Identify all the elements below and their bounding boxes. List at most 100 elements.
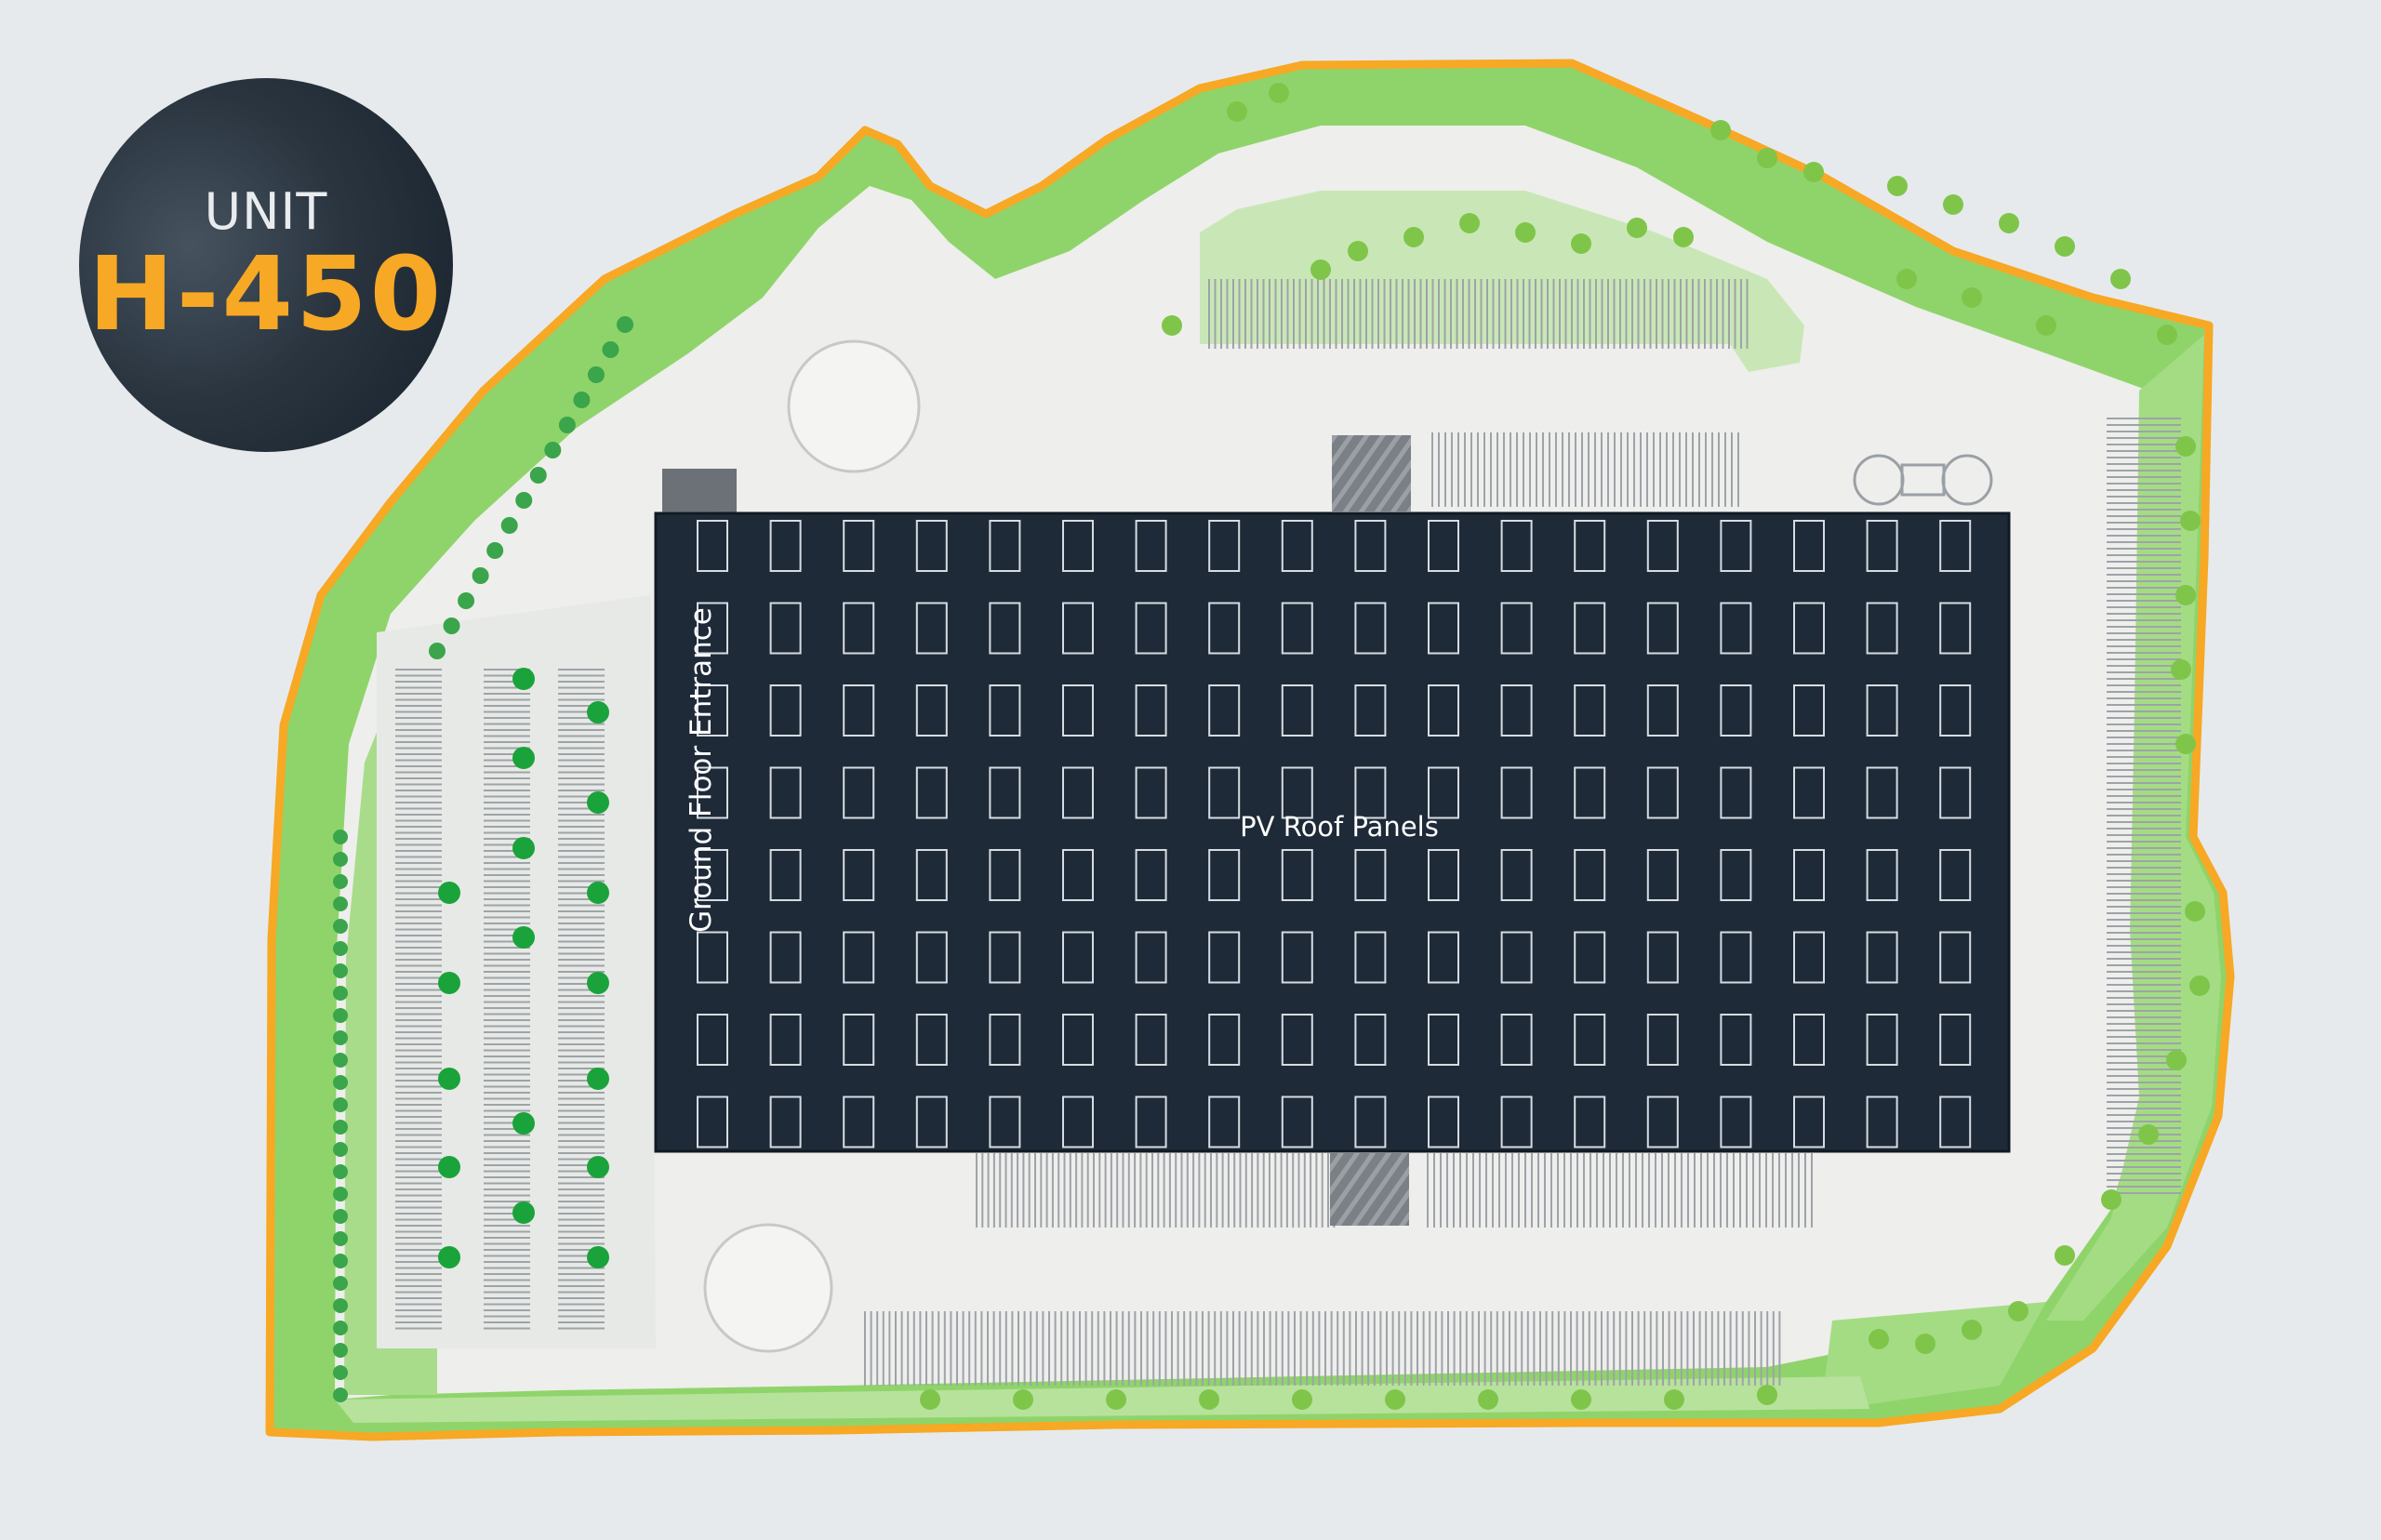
- tree: [333, 1254, 348, 1268]
- tree: [617, 316, 634, 333]
- tree: [2055, 1245, 2075, 1266]
- tree: [920, 1389, 940, 1410]
- pv-panel: [1939, 520, 1972, 572]
- tree: [573, 392, 591, 408]
- pv-panel: [1793, 849, 1825, 901]
- pv-panel: [769, 1095, 802, 1148]
- tree: [333, 852, 348, 867]
- pv-panel: [1062, 684, 1094, 737]
- tree: [333, 1276, 348, 1291]
- pv-panel: [1062, 1095, 1094, 1148]
- tree: [333, 1298, 348, 1313]
- pv-panel: [697, 766, 728, 819]
- pv-panel: [1646, 766, 1679, 819]
- tree: [429, 643, 446, 659]
- tree: [500, 517, 518, 534]
- tree: [1803, 162, 1824, 182]
- tree: [333, 1343, 348, 1358]
- tree: [512, 1112, 535, 1135]
- tree: [2175, 436, 2196, 457]
- pv-panel: [1939, 931, 1972, 984]
- unit-badge: UNIT H-450: [79, 78, 453, 452]
- pv-panel: [989, 1014, 1021, 1066]
- pv-panel: [1281, 684, 1313, 737]
- pv-panel: [915, 931, 948, 984]
- tree: [2189, 976, 2210, 996]
- pv-panel: [1354, 1014, 1387, 1066]
- pv-panel: [769, 520, 802, 572]
- pv-panel: [843, 684, 875, 737]
- tree: [587, 972, 609, 994]
- pv-panel: [1354, 766, 1387, 819]
- tree: [1962, 1320, 1982, 1340]
- pv-panel: [1428, 931, 1459, 984]
- tree: [2055, 236, 2075, 257]
- tree: [512, 926, 535, 949]
- pv-panel: [1428, 602, 1459, 655]
- pv-panel: [1646, 1095, 1679, 1148]
- pv-panel: [1354, 520, 1387, 572]
- tree: [587, 882, 609, 904]
- pv-panel-grid: [697, 520, 1972, 1148]
- pv-panel: [843, 520, 875, 572]
- tree: [587, 1246, 609, 1268]
- tree: [1962, 287, 1982, 308]
- tree: [458, 592, 475, 609]
- tree: [1673, 227, 1694, 247]
- tree: [1664, 1389, 1684, 1410]
- pv-panel: [1720, 931, 1752, 984]
- pv-panel: [1574, 766, 1606, 819]
- pv-panel: [1428, 766, 1459, 819]
- tree: [587, 1156, 609, 1178]
- north-core: [1332, 435, 1411, 511]
- tree: [587, 701, 609, 724]
- tree: [587, 1068, 609, 1090]
- pv-panel: [1208, 931, 1241, 984]
- pump-house: [1900, 463, 1946, 497]
- pv-panel: [1062, 931, 1094, 984]
- pv-panel: [1281, 1095, 1313, 1148]
- tree: [1896, 269, 1917, 289]
- pv-panel: [697, 931, 728, 984]
- pv-panel: [915, 1014, 948, 1066]
- tree: [2036, 315, 2056, 336]
- pv-panel: [1574, 520, 1606, 572]
- pv-panel: [1646, 684, 1679, 737]
- tree: [1999, 213, 2019, 233]
- pv-panel: [1135, 520, 1167, 572]
- tree: [438, 1156, 460, 1178]
- tree: [438, 972, 460, 994]
- pv-panel: [1208, 766, 1241, 819]
- pv-panel: [1428, 520, 1459, 572]
- pv-panel: [697, 684, 728, 737]
- pv-panel: [1500, 1095, 1533, 1148]
- pv-panel: [843, 602, 875, 655]
- main-warehouse-roof: [654, 511, 2011, 1153]
- parking-bays: [395, 279, 2181, 1386]
- tree: [2185, 901, 2205, 922]
- tree: [1199, 1389, 1219, 1410]
- pv-panel: [1574, 1095, 1606, 1148]
- tree: [1269, 83, 1289, 103]
- pv-panel: [769, 684, 802, 737]
- pv-panel: [989, 1095, 1021, 1148]
- tree: [333, 896, 348, 911]
- tree: [333, 986, 348, 1001]
- pv-panel: [1135, 684, 1167, 737]
- tree: [2180, 511, 2201, 531]
- pv-panel: [1574, 684, 1606, 737]
- tree: [1757, 1385, 1777, 1405]
- tree: [438, 1246, 460, 1268]
- pv-panel: [1720, 602, 1752, 655]
- tree: [333, 1008, 348, 1023]
- pv-panel: [1428, 849, 1459, 901]
- pv-panel: [1354, 1095, 1387, 1148]
- pv-panel: [1281, 849, 1313, 901]
- pv-panel: [697, 602, 728, 655]
- pv-panel: [697, 1095, 728, 1148]
- pv-panel: [843, 849, 875, 901]
- pv-panel: [1646, 1014, 1679, 1066]
- tree: [512, 1201, 535, 1224]
- pv-panel: [1062, 766, 1094, 819]
- pv-panel: [1793, 684, 1825, 737]
